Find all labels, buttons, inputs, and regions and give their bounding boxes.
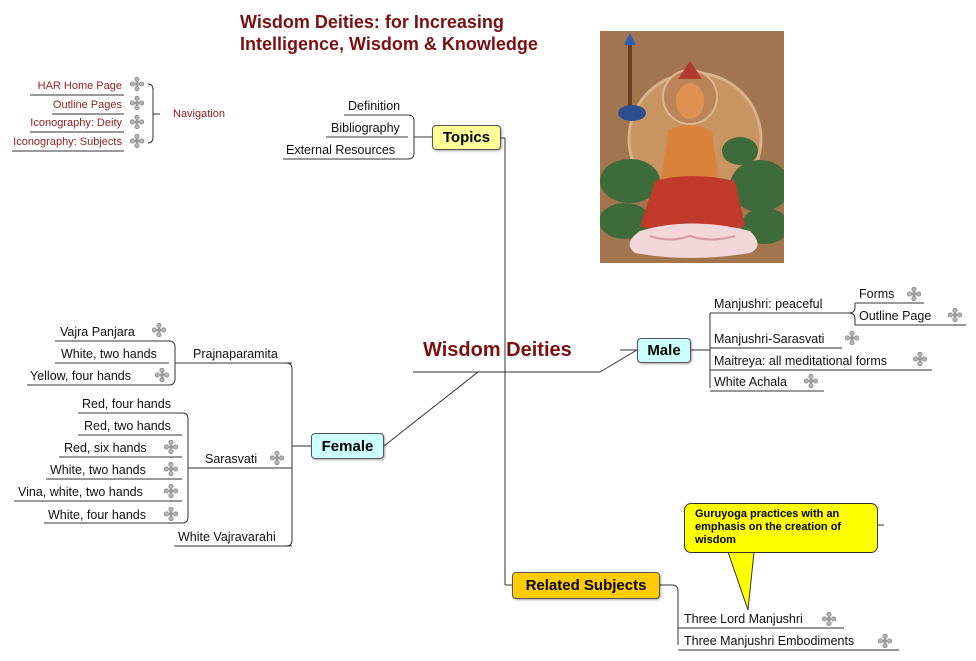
link-icon[interactable] — [130, 77, 144, 91]
female-sarasvati[interactable]: Sarasvati — [205, 452, 258, 466]
sarasvati-red-two-hands[interactable]: Red, two hands — [84, 419, 171, 433]
title-line-1: Wisdom Deities: for Increasing — [240, 12, 504, 32]
central-topic: Wisdom Deities — [423, 339, 572, 361]
related-three-lord-manjushri[interactable]: Three Lord Manjushri — [684, 612, 803, 626]
manjushri-outline-page[interactable]: Outline Page — [859, 309, 932, 323]
link-icon[interactable] — [878, 634, 892, 648]
manjushri-forms[interactable]: Forms — [859, 287, 895, 301]
female-prajnaparamita[interactable]: Prajnaparamita — [193, 347, 278, 361]
topic-definition[interactable]: Definition — [348, 99, 401, 113]
link-icon[interactable] — [164, 440, 178, 454]
male-manjushri-sarasvati[interactable]: Manjushri-Sarasvati — [714, 332, 825, 346]
sarasvati-vina-white-two-hands[interactable]: Vina, white, two hands — [18, 485, 143, 499]
link-icon[interactable] — [270, 451, 284, 465]
sarasvati-white-four-hands[interactable]: White, four hands — [48, 508, 146, 522]
nav-link-iconography-deity[interactable]: Iconography: Deity — [30, 117, 122, 129]
topic-bibliography[interactable]: Bibliography — [331, 121, 400, 135]
topic-external-resources[interactable]: External Resources — [286, 143, 396, 157]
male-node[interactable]: Male — [637, 338, 691, 363]
title-line-2: Intelligence, Wisdom & Knowledge — [240, 34, 538, 54]
female-white-vajravarahi[interactable]: White Vajravarahi — [178, 530, 276, 544]
link-icon[interactable] — [913, 352, 927, 366]
prajna-yellow-four-hands[interactable]: Yellow, four hands — [30, 369, 132, 383]
related-subjects-node[interactable]: Related Subjects — [512, 572, 660, 599]
topics-node[interactable]: Topics — [432, 125, 501, 150]
link-icon[interactable] — [130, 115, 144, 129]
link-icon[interactable] — [845, 331, 859, 345]
navigation-label: Navigation — [173, 108, 225, 120]
page-title: Wisdom Deities: for Increasing Intellige… — [240, 11, 538, 55]
link-icon[interactable] — [152, 323, 166, 337]
male-manjushri-peaceful[interactable]: Manjushri: peaceful — [714, 297, 823, 311]
deity-painting — [600, 31, 784, 263]
link-icon[interactable] — [164, 462, 178, 476]
nav-link-har-home[interactable]: HAR Home Page — [37, 80, 122, 92]
sarasvati-red-four-hands[interactable]: Red, four hands — [82, 397, 171, 411]
female-node[interactable]: Female — [311, 433, 384, 459]
prajna-vajra-panjara[interactable]: Vajra Panjara — [60, 325, 135, 339]
link-icon[interactable] — [822, 612, 836, 626]
callout-note: Guruyoga practices with an emphasis on t… — [684, 503, 878, 553]
nav-link-outline-pages[interactable]: Outline Pages — [52, 99, 122, 111]
link-icon[interactable] — [130, 96, 144, 110]
link-icon[interactable] — [155, 368, 169, 382]
male-maitreya[interactable]: Maitreya: all meditational forms — [714, 354, 887, 368]
sarasvati-red-six-hands[interactable]: Red, six hands — [64, 441, 147, 455]
link-icon[interactable] — [130, 134, 144, 148]
link-icon[interactable] — [907, 287, 921, 301]
related-three-manjushri-embodiments[interactable]: Three Manjushri Embodiments — [684, 634, 855, 648]
link-icon[interactable] — [804, 374, 818, 388]
link-icon[interactable] — [164, 507, 178, 521]
prajna-white-two-hands[interactable]: White, two hands — [61, 347, 157, 361]
link-icon[interactable] — [948, 308, 962, 322]
male-white-achala[interactable]: White Achala — [714, 375, 787, 389]
sarasvati-white-two-hands[interactable]: White, two hands — [50, 463, 146, 477]
nav-link-iconography-subjects[interactable]: Iconography: Subjects — [13, 136, 122, 148]
callout-text: Guruyoga practices with an emphasis on t… — [695, 508, 842, 546]
link-icon[interactable] — [164, 484, 178, 498]
